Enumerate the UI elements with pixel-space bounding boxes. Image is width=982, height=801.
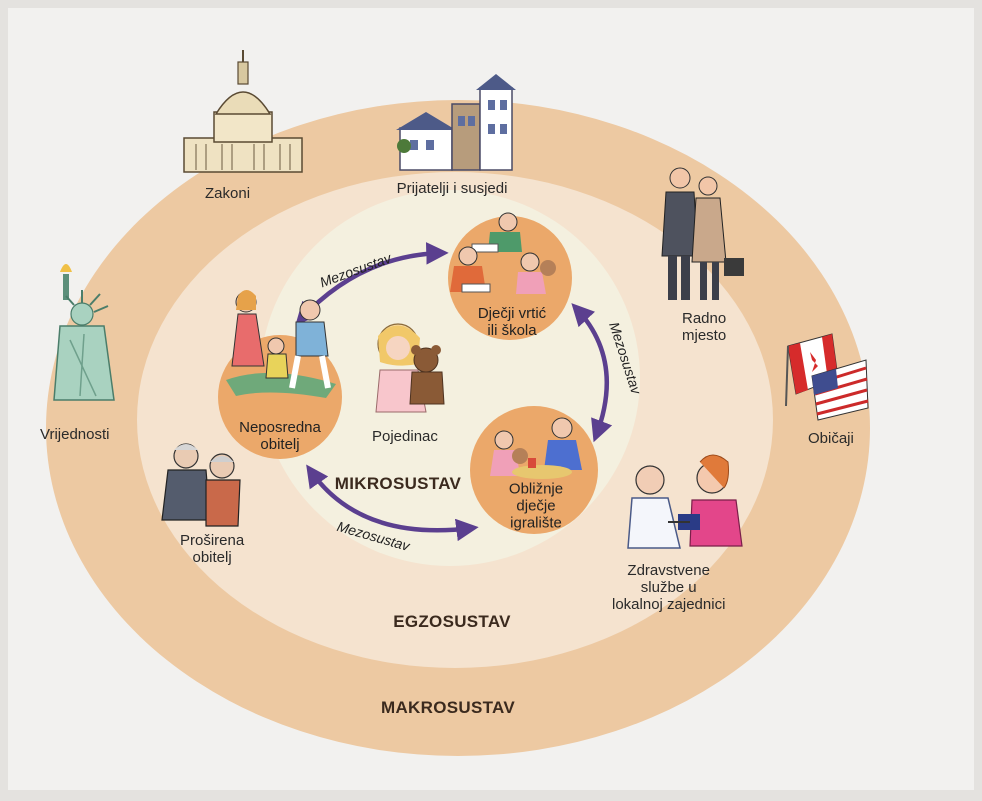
girl-with-teddy-icon (375, 323, 445, 413)
label-values: Vrijednosti (40, 426, 110, 443)
label-friends-neighbors: Prijatelji i susjedi (396, 180, 508, 197)
townhouses-icon (396, 74, 516, 171)
label-customs: Običaji (808, 430, 854, 447)
family-icon (226, 290, 336, 398)
meso-arrow-family-playground (306, 464, 479, 542)
level-label-exo: EGZOSUSTAV (393, 612, 511, 631)
capitol-building-icon (183, 50, 303, 173)
node-label-playground: Obližnje dječje igralište (508, 480, 564, 532)
node-label-family: Neposredna obitelj (239, 419, 321, 453)
business-couple-icon (661, 167, 744, 300)
label-individual: Pojedinac (372, 428, 438, 445)
meso-arrow-school-playground (571, 303, 613, 443)
level-label-macro: MAKROSUSTAV (381, 698, 515, 717)
level-label-micro: MIKROSUSTAV (334, 474, 462, 493)
node-label-school: Dječji vrtić ili škola (477, 305, 547, 339)
grandparents-icon (161, 443, 241, 527)
statue-of-liberty-icon (53, 264, 115, 401)
doctor-patient-icon (627, 454, 743, 549)
children-reading-icon (450, 212, 556, 294)
label-extended-family: Proširena obitelj (180, 532, 245, 566)
label-laws: Zakoni (205, 185, 251, 202)
flags-icon (785, 333, 869, 421)
label-workplace: Radno mjesto (682, 310, 727, 344)
children-sandbox-icon (490, 417, 582, 479)
label-health-services: Zdravstvene službe u lokalnoj zajednici (612, 562, 726, 613)
